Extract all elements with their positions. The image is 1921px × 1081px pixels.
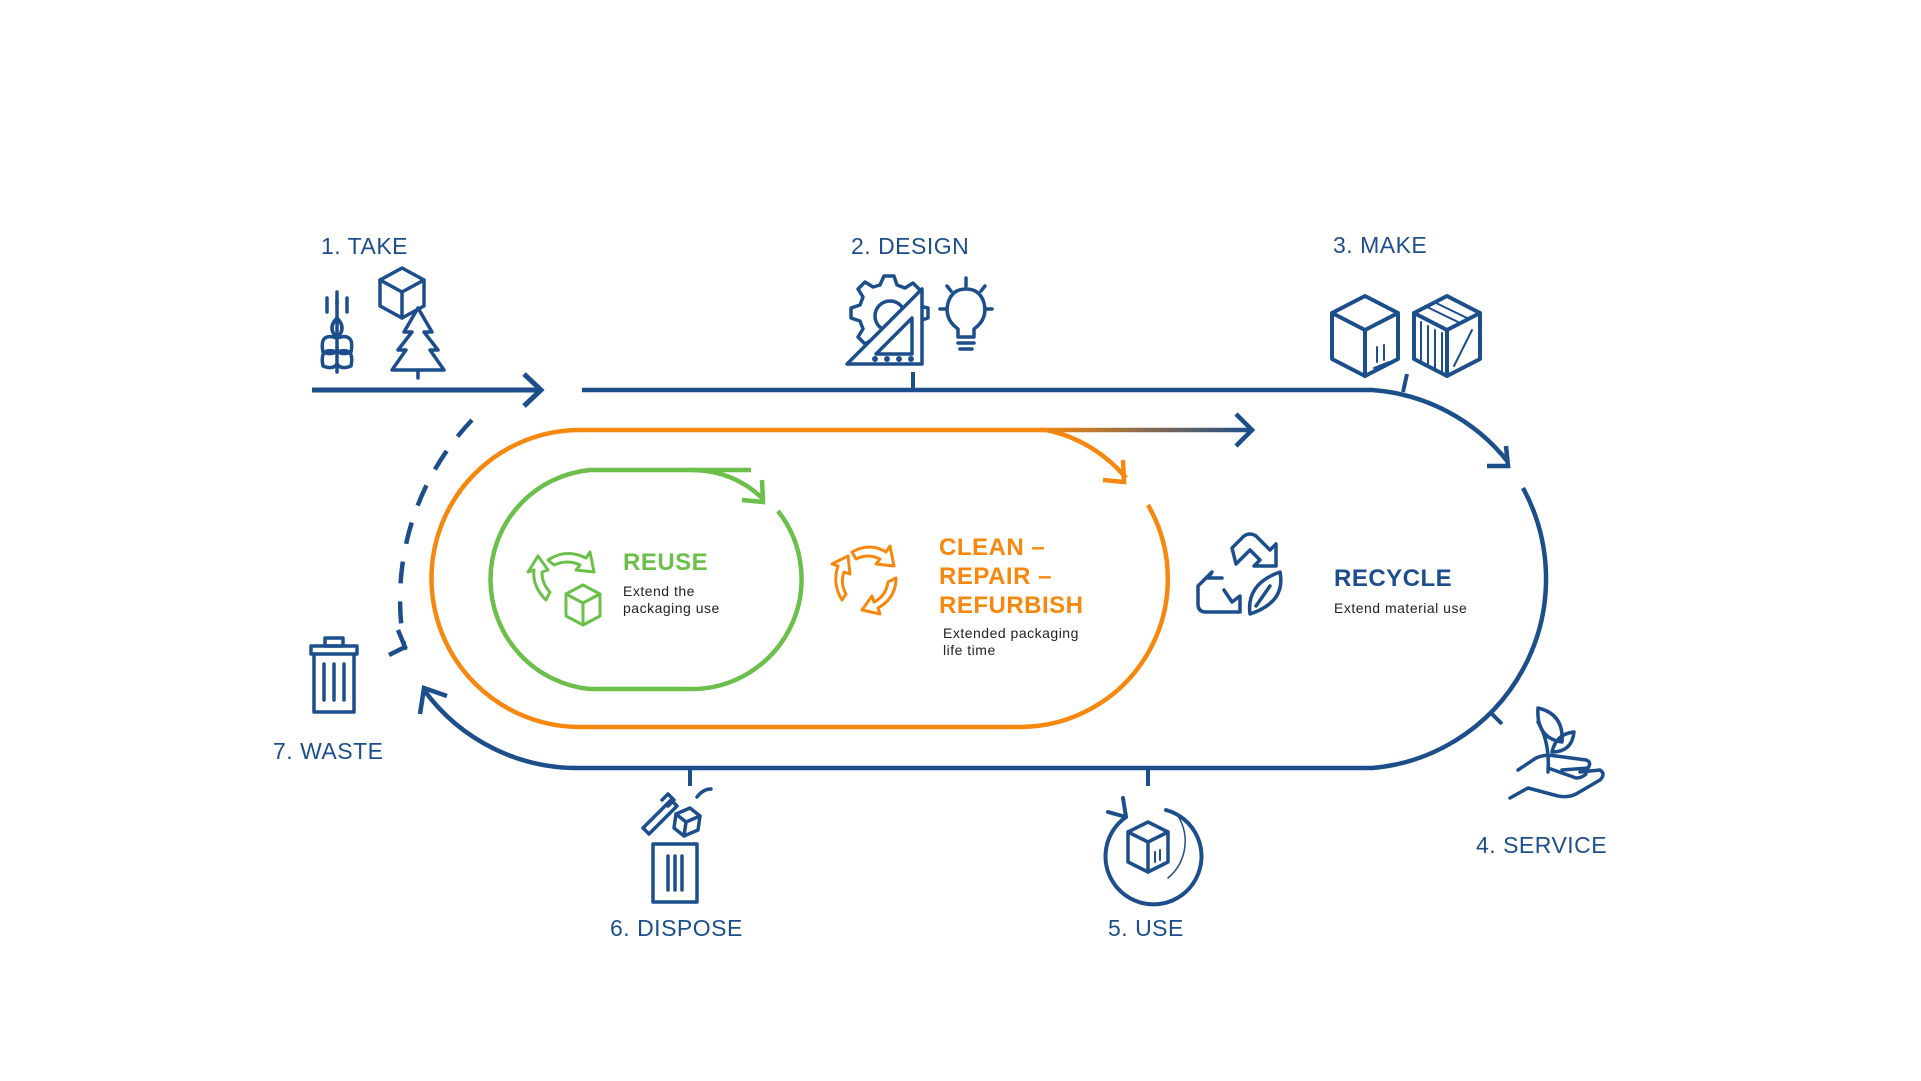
hand-plant-icon	[1508, 706, 1605, 800]
linear-economy-loop	[417, 372, 1549, 786]
circular-arrows-icon	[830, 544, 898, 616]
step-make-label: 3. MAKE	[1333, 232, 1428, 258]
refurbish-title-line2: REPAIR –	[939, 563, 1052, 590]
set-square-icon	[845, 287, 924, 366]
box-icon	[378, 266, 426, 320]
refurbish-desc-line2: life time	[943, 642, 996, 658]
refurbish-title-line1: CLEAN –	[939, 534, 1046, 561]
box-rotate-icon	[1103, 796, 1204, 907]
tree-icon	[390, 306, 446, 380]
waste-dashed-path	[387, 418, 474, 658]
lightbulb-icon	[938, 276, 994, 351]
reuse-title: REUSE	[623, 549, 709, 576]
reuse-desc-line2: packaging use	[623, 600, 720, 616]
recycle-title: RECYCLE	[1334, 565, 1453, 592]
bin-dispose-icon	[641, 787, 713, 904]
service-tick	[1488, 710, 1504, 726]
refurbish-loop	[429, 412, 1256, 730]
refurbish-desc-line1: Extended packaging	[943, 625, 1079, 641]
trash-can-icon	[309, 636, 359, 714]
cardboard-box-icon	[1330, 294, 1400, 378]
step-service-label: 4. SERVICE	[1476, 832, 1608, 858]
wheat-icon	[320, 290, 354, 374]
reuse-desc-line1: Extend the	[623, 583, 695, 599]
reuse-arrows-box-icon	[526, 550, 602, 627]
take-arrow	[312, 372, 545, 408]
make-tick	[1401, 373, 1409, 393]
recycle-description: Extend material use	[1334, 600, 1468, 616]
step-waste-label: 7. WASTE	[273, 738, 384, 764]
reuse-loop	[488, 467, 804, 692]
step-design-label: 2. DESIGN	[851, 233, 970, 259]
recycle-leaf-icon	[1196, 532, 1283, 616]
step-take-label: 1. TAKE	[321, 233, 409, 259]
wooden-crate-icon	[1412, 294, 1482, 378]
refurbish-title-line3: REFURBISH	[939, 592, 1084, 619]
step-use-label: 5. USE	[1108, 915, 1184, 941]
reuse-description: Extend the packaging use	[623, 583, 720, 617]
refurbish-title: CLEAN – REPAIR – REFURBISH	[939, 533, 1084, 620]
refurbish-description: Extended packaging life time	[943, 625, 1079, 659]
step-dispose-label: 6. DISPOSE	[610, 915, 743, 941]
